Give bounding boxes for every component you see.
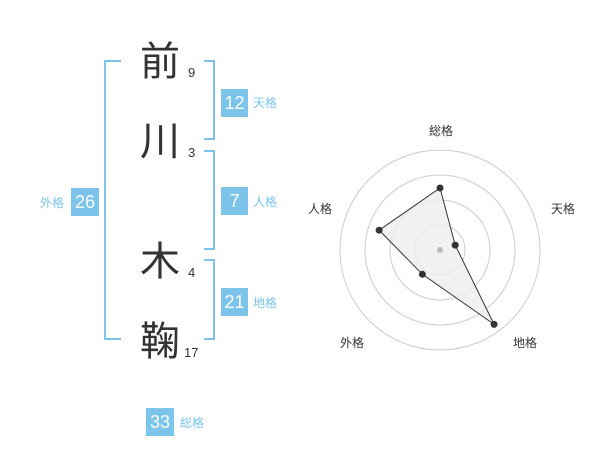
radar-point bbox=[490, 320, 498, 328]
gaikaku-value: 26 bbox=[71, 188, 99, 216]
jinkaku-value: 7 bbox=[221, 187, 248, 215]
name-char-3: 木 bbox=[140, 239, 180, 285]
radar-point bbox=[418, 270, 426, 278]
gaikaku-bracket bbox=[104, 60, 121, 340]
radar-labels: 総格 天格 地格 外格 人格 bbox=[308, 123, 575, 350]
tenkaku-label: 天格 bbox=[253, 96, 278, 110]
radar-point bbox=[451, 241, 459, 249]
jinkaku-label: 人格 bbox=[253, 195, 278, 209]
stroke-count-1: 9 bbox=[188, 65, 196, 80]
radar-axis-label-soukaku: 総格 bbox=[429, 123, 453, 138]
radar-axis-label-tenkaku: 天格 bbox=[551, 201, 575, 216]
radar-axis-label-jinkaku: 人格 bbox=[308, 201, 332, 216]
name-char-1: 前 bbox=[140, 39, 180, 85]
radar-point bbox=[436, 184, 444, 192]
radar-points bbox=[375, 184, 498, 328]
radar-polygon bbox=[378, 187, 495, 325]
soukaku-value: 33 bbox=[146, 408, 174, 436]
name-char-4: 鞠 bbox=[140, 319, 180, 365]
radar-point bbox=[375, 226, 383, 234]
tenkaku-bracket bbox=[204, 60, 215, 140]
stroke-count-4: 17 bbox=[184, 345, 199, 360]
soukaku-label: 総格 bbox=[180, 416, 205, 430]
jinkaku-bracket bbox=[204, 150, 215, 250]
radar-ring bbox=[339, 149, 541, 351]
gaikaku-label: 外格 bbox=[40, 196, 65, 210]
radar-rings bbox=[339, 149, 541, 351]
radar-axis-label-chikaku: 地格 bbox=[513, 335, 537, 350]
tenkaku-value: 12 bbox=[221, 89, 248, 117]
stroke-count-2: 3 bbox=[188, 145, 196, 160]
chikaku-value: 21 bbox=[221, 288, 248, 316]
radar-ring bbox=[364, 174, 516, 326]
name-char-2: 川 bbox=[140, 119, 180, 165]
chikaku-label: 地格 bbox=[253, 296, 278, 310]
chikaku-bracket bbox=[204, 259, 215, 340]
radar-axis-label-gaikaku: 外格 bbox=[340, 335, 364, 350]
stroke-count-3: 4 bbox=[188, 265, 196, 280]
radar-center-dot bbox=[437, 247, 443, 253]
